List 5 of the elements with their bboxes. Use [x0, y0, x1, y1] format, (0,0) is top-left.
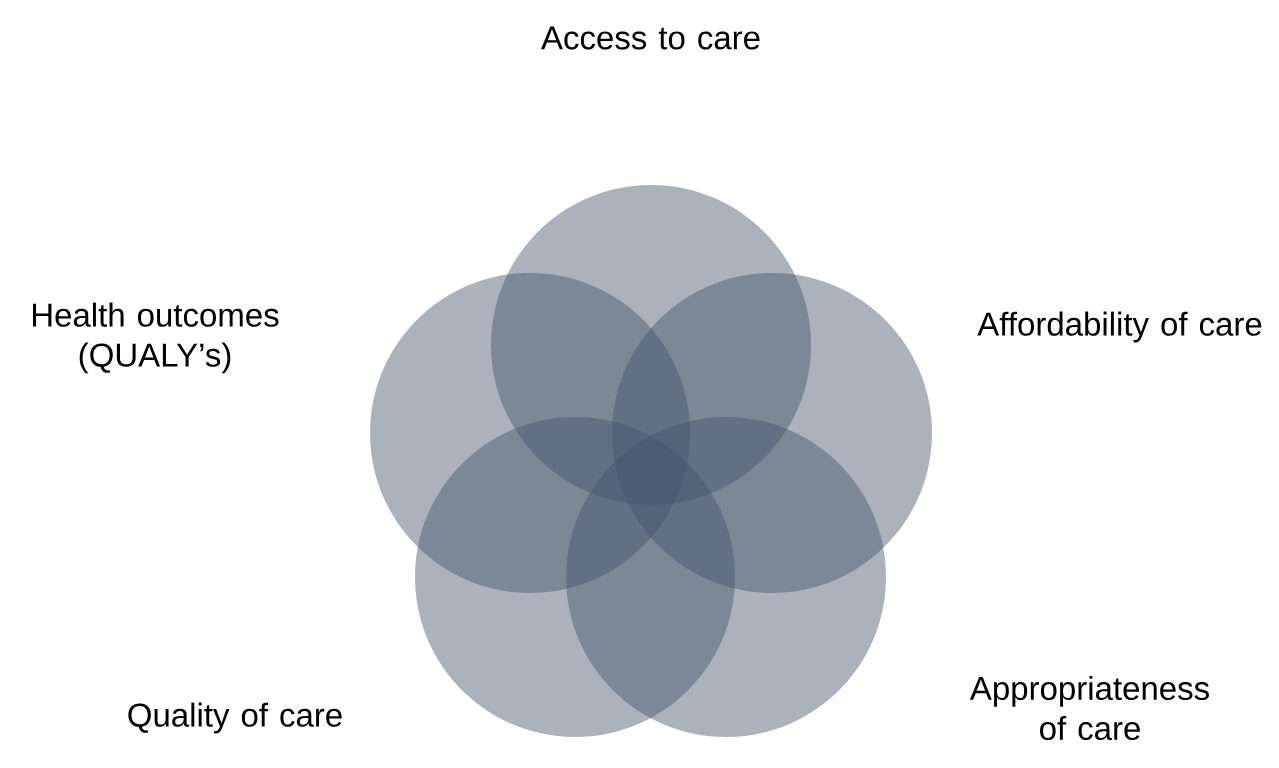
circle-label: Appropriateness of care — [969, 675, 1209, 741]
circle-label: Health outcomes (QUALY’s) — [33, 302, 279, 374]
circle-label: Quality of care — [128, 702, 342, 734]
circle-label: Access to care — [541, 26, 760, 50]
circle-label: Affordability of care — [977, 311, 1262, 343]
